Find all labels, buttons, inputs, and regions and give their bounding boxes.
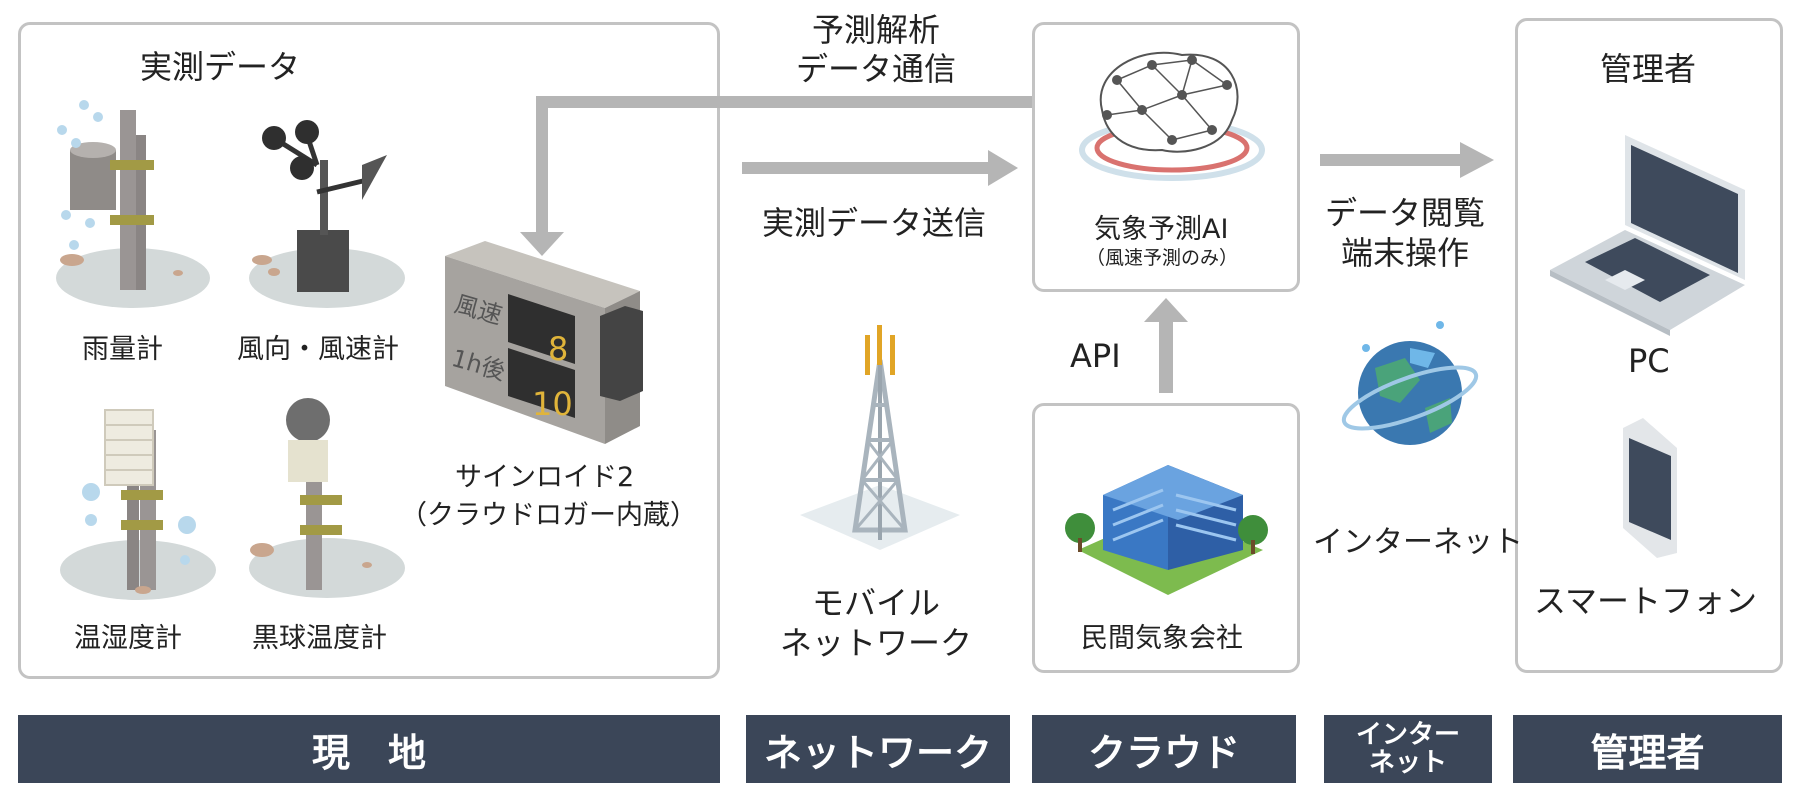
anemometer-icon	[249, 120, 405, 308]
laptop-icon	[1550, 135, 1745, 336]
ai-sublabel: （風速予測のみ）	[1086, 247, 1239, 269]
signboard-row1-value: 8	[548, 330, 569, 368]
globe-icon	[1341, 321, 1479, 445]
band-cloud: クラウド	[1032, 715, 1296, 783]
measured-data-title: 実測データ	[140, 48, 301, 86]
forecast-comm-label-1: 予測解析	[812, 11, 941, 49]
admin-title: 管理者	[1600, 50, 1697, 88]
forecast-comm-label-2: データ通信	[796, 50, 957, 88]
temp-humidity-sensor-icon	[60, 409, 216, 600]
admin-panel	[1515, 18, 1783, 673]
mobile-network-label-1: モバイル	[812, 584, 941, 622]
cell-tower-icon	[800, 325, 960, 550]
signboard-row2-value: 10	[532, 385, 573, 423]
api-label: API	[1070, 337, 1121, 375]
temp-humidity-label: 温湿度計	[74, 623, 182, 654]
ai-brain-icon	[1079, 51, 1265, 181]
mobile-network-label-2: ネットワーク	[780, 624, 973, 662]
send-data-label: 実測データ送信	[762, 204, 987, 242]
internet-label: インターネット	[1313, 525, 1523, 560]
ai-label: 気象予測AI	[1094, 214, 1229, 245]
weather-company-label: 民間気象会社	[1081, 623, 1243, 654]
band-network: ネットワーク	[746, 715, 1010, 783]
signboard-device-icon	[445, 241, 643, 444]
signboard-name: サインロイド2	[455, 462, 635, 493]
globe-thermometer-label: 黒球温度計	[252, 623, 387, 654]
rain-gauge-icon	[56, 100, 210, 308]
globe-thermometer-icon	[249, 398, 405, 598]
band-internet: インター ネット	[1324, 715, 1492, 783]
band-admin: 管理者	[1513, 715, 1782, 783]
data-access-label-2: 端末操作	[1341, 234, 1470, 272]
band-onsite: 現 地	[18, 715, 720, 783]
data-access-label-1: データ閲覧	[1325, 194, 1486, 232]
signboard-name-sub: （クラウドロガー内蔵）	[400, 500, 697, 531]
office-building-icon	[1065, 465, 1268, 595]
smartphone-icon	[1623, 418, 1677, 558]
rain-gauge-label: 雨量計	[82, 334, 163, 365]
anemometer-label: 風向・風速計	[237, 334, 399, 365]
smartphone-label: スマートフォン	[1534, 582, 1758, 620]
pc-label: PC	[1628, 342, 1670, 380]
